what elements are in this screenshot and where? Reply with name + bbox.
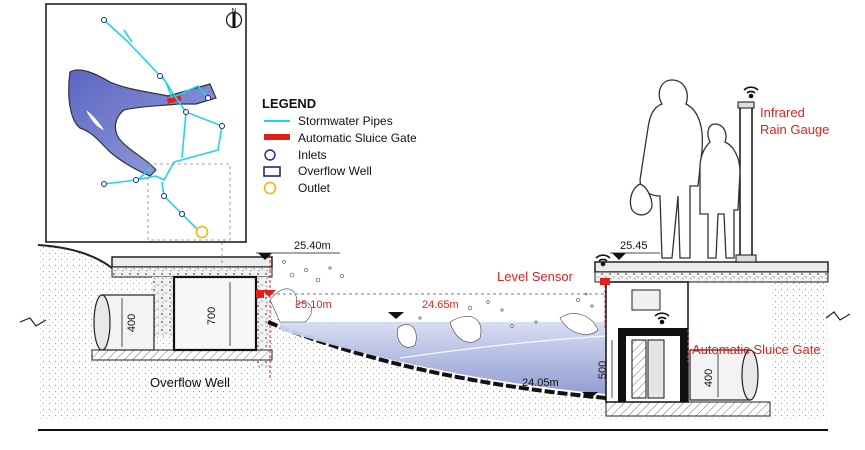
elevation-bottom: 24.05m: [522, 377, 559, 389]
bioretention-basin: [265, 260, 607, 400]
left-break-line: [19, 317, 47, 327]
sluice-gate-panel: [631, 339, 647, 399]
right-pipe: [689, 349, 751, 401]
legend: LEGEND Stormwater Pipes Automatic Sluice…: [262, 96, 417, 195]
rain-gauge-label-2: Rain Gauge: [760, 122, 829, 137]
right-break-line: [825, 311, 851, 321]
left-road-slab: [111, 256, 273, 268]
people-silhouette: [629, 79, 741, 259]
map-inlets: [101, 17, 225, 217]
left-pipe: 400: [93, 294, 155, 351]
right-depth-dimension: 500: [597, 361, 609, 379]
right-road-slab: [594, 261, 829, 273]
left-ground-line: [37, 244, 113, 269]
legend-symbol-sluice-gate: [264, 134, 290, 140]
gate-frame: [618, 328, 688, 402]
right-base-slab: [605, 401, 771, 417]
legend-symbol-outlet: [263, 181, 277, 195]
well-gravel-left: [152, 277, 174, 337]
well-base-slab: [91, 349, 273, 361]
left-road-base: [111, 266, 273, 278]
map-sluice-gate: [166, 95, 182, 104]
rain-gauge-label-1: Infrared: [760, 105, 805, 120]
legend-title: LEGEND: [262, 96, 316, 111]
elevation-overflow: 25.10m: [295, 299, 332, 311]
elevation-water-level: 24.65m: [422, 299, 459, 311]
water-curve: [399, 335, 607, 359]
north-arrow-icon: N: [225, 8, 243, 29]
right-road-base: [594, 271, 829, 283]
rain-gauge-cap: [737, 101, 755, 109]
wifi-icon: [595, 254, 611, 267]
map-overflow-well-zone: [147, 163, 231, 241]
sluice-gate-panel-2: [647, 339, 665, 399]
overflow-well: 700: [172, 275, 264, 352]
north-label: N: [231, 8, 236, 15]
well-gravel-right: [256, 277, 268, 367]
basin-water: [280, 322, 606, 394]
water-splash: [269, 260, 599, 348]
wifi-icon: [743, 86, 759, 99]
legend-label-stormwater-pipes: Stormwater Pipes: [298, 114, 393, 128]
map-outlet: [195, 225, 209, 239]
rain-gauge-base: [735, 254, 757, 263]
elevation-markers: [256, 252, 660, 399]
overflow-well-label: Overflow Well: [150, 375, 230, 390]
legend-label-outlet: Outlet: [298, 181, 331, 195]
legend-label-sluice-gate: Automatic Sluice Gate: [298, 131, 417, 145]
elevation-right-ground: 25.45: [620, 240, 648, 252]
left-pipe-dimension: 400: [126, 314, 138, 332]
legend-symbol-inlets: [264, 149, 276, 161]
well-height-dimension: 700: [206, 307, 218, 325]
elevation-left-ground: 25.40m: [294, 240, 331, 252]
legend-label-inlets: Inlets: [298, 148, 327, 162]
sluice-structure: 400 500: [597, 278, 759, 403]
level-sensor: [600, 278, 610, 285]
right-pipe-end: [741, 349, 759, 401]
rain-gauge-pole: [739, 104, 753, 258]
chamber-inner: [631, 289, 661, 311]
legend-label-overflow-well: Overflow Well: [298, 164, 372, 178]
level-sensor-label: Level Sensor: [497, 269, 574, 284]
wifi-icon: [654, 312, 670, 325]
legend-symbol-overflow-well: [263, 166, 281, 177]
right-pipe-dimension: 400: [703, 369, 715, 387]
sluice-gate-label: Automatic Sluice Gate: [692, 342, 821, 357]
overflow-weir: [256, 290, 264, 298]
inset-site-map: N: [45, 3, 247, 243]
